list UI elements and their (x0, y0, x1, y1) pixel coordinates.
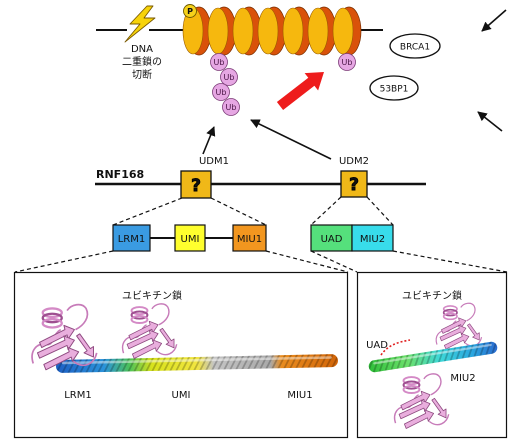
reader-brca1: BRCA1 (389, 33, 441, 59)
zoom-dash (310, 196, 342, 226)
udm1-box: ? (180, 170, 212, 199)
helix-highlight (373, 343, 492, 365)
nucleosome-face (207, 7, 229, 55)
domain-umi: UMI (174, 224, 206, 252)
structure-label-uad: UAD (366, 340, 388, 351)
zoom-dash (210, 197, 267, 226)
zoom-dash (112, 197, 183, 226)
ubiquitin: Ub (222, 98, 240, 116)
nucleosome-face (282, 7, 304, 55)
ubiquitin-circle (212, 83, 230, 101)
helix-highlight (61, 356, 332, 365)
red-arrow-icon (276, 72, 324, 110)
domain-label: UMI (181, 234, 200, 245)
ubiquitin-chain-label: ユビキチン鎖 (122, 289, 182, 302)
nucleosome-face (257, 7, 279, 55)
phosphorylation-label: P (187, 7, 193, 16)
reader-oval (369, 75, 419, 101)
nucleosome-face (232, 7, 254, 55)
nucleosome-disc (282, 6, 312, 56)
disordered-linker (380, 339, 411, 356)
nucleosome-disc (332, 6, 362, 56)
reader-53bp1: 53BP1 (369, 75, 419, 101)
nucleosome-disc (232, 6, 262, 56)
udm2-binding-arrow (250, 119, 332, 160)
structure-label-miu1: MIU1 (287, 390, 312, 401)
udm2-question-mark: ? (349, 175, 359, 195)
zoom-dash (310, 250, 358, 273)
ubiquitin-chain-label: ユビキチン鎖 (402, 289, 462, 302)
nucleosome-disc (207, 6, 237, 56)
nucleosome-disc (257, 6, 287, 56)
domain-rect (310, 224, 353, 252)
structure-label-umi: UMI (172, 390, 191, 401)
ubiquitin: Ub (210, 53, 228, 71)
udm1-question-mark: ? (191, 176, 201, 196)
ubiquitin-label: Ub (226, 103, 237, 112)
dsb-label-line3: 切断 (132, 68, 152, 81)
udm1-binding-arrow (202, 126, 216, 155)
domain-label: MIU2 (360, 234, 385, 245)
helix-coil-texture (56, 354, 338, 373)
reader-oval (389, 33, 441, 59)
udm2-box: ? (340, 170, 368, 198)
dsb-label-line1: DNA (131, 44, 153, 55)
domain-label: LRM1 (118, 234, 146, 245)
domain-miu1: MIU1 (232, 224, 267, 252)
zoom-dash (366, 196, 394, 226)
udm2-label: UDM2 (339, 156, 369, 167)
zoom-dash (14, 250, 114, 273)
ubiquitin-single: Ub (338, 53, 356, 71)
ubiquitin: Ub (212, 83, 230, 101)
domain-rect (232, 224, 267, 252)
helix-coil-texture (368, 341, 498, 373)
zoom-dash (392, 250, 508, 273)
ubiquitin-circle (210, 53, 228, 71)
udm1-structure-panel: ユビキチン鎖 LRM1 UMI MIU1 (13, 271, 349, 439)
udm1-helix (56, 354, 338, 373)
domain-rect (351, 224, 394, 252)
nucleosome-face (332, 7, 354, 55)
ubiquitin-circle (222, 98, 240, 116)
structure-label-miu2: MIU2 (450, 373, 475, 384)
udm2-helix (368, 341, 498, 373)
udm1-rect (180, 170, 212, 199)
ubiquitin-label: Ub (214, 58, 225, 67)
domain-label: MIU1 (237, 234, 262, 245)
ubiquitin-chain: Ub Ub Ub Ub (210, 53, 240, 116)
domain-lrm1: LRM1 (112, 224, 151, 252)
udm2-rect (340, 170, 368, 198)
ubiquitin-label: Ub (342, 58, 353, 67)
ubiquitin-label: Ub (224, 73, 235, 82)
arrow-icon (481, 9, 507, 32)
domain-uad: UAD (310, 224, 353, 252)
nucleosome-array (182, 6, 362, 56)
nucleosome-disc (307, 6, 337, 56)
zoom-dash (265, 250, 349, 273)
domain-rect (112, 224, 151, 252)
reader-label: BRCA1 (400, 43, 430, 53)
arrow-icon (477, 111, 503, 132)
domain-miu2: MIU2 (351, 224, 394, 252)
phosphorylation-marker: P (183, 4, 197, 18)
domain-label: UAD (321, 234, 343, 245)
phosphorylation-circle (183, 4, 197, 18)
ubiquitin-circle (220, 68, 238, 86)
dsb-label-line2: 二重鎖の (122, 55, 162, 68)
chromatin-region: DNA 二重鎖の 切断 (96, 4, 507, 132)
protein-name: RNF168 (96, 168, 144, 181)
ubiquitin-label: Ub (216, 88, 227, 97)
nucleosome-face (307, 7, 329, 55)
udm1-label: UDM1 (199, 156, 229, 167)
ubiquitin: Ub (220, 68, 238, 86)
domain-rect (174, 224, 206, 252)
lightning-bolt-icon (124, 5, 156, 43)
rnf168-domain-map: UDM1 UDM2 RNF168 ? ? LRM1 UMI MIU1 (14, 119, 508, 273)
structure-label-lrm1: LRM1 (64, 390, 92, 401)
reader-label: 53BP1 (380, 85, 409, 95)
ubiquitin-circle (338, 53, 356, 71)
udm2-structure-panel: ユビキチン鎖 UAD MIU2 (356, 271, 508, 439)
